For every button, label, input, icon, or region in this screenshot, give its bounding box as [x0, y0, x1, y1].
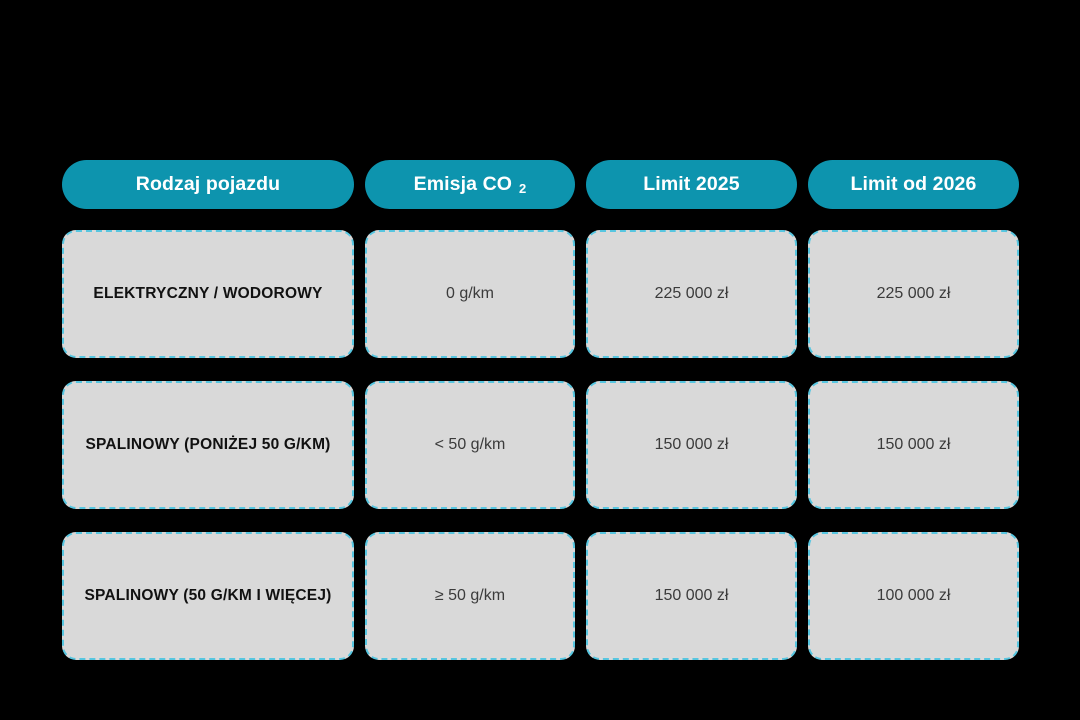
limit-2026-value: 100 000 zł — [876, 586, 951, 604]
cell-limit-2026: 100 000 zł — [808, 532, 1019, 660]
co2-subscript: 2 — [519, 181, 527, 196]
comparison-table: Rodzaj pojazdu Emisja CO 2 Limit 2025 Lim… — [62, 160, 1020, 660]
cell-emission: ≥ 50 g/km — [365, 532, 575, 660]
column-header-limit-2026: Limit od 2026 — [808, 160, 1019, 209]
vehicle-type-label: ELEKTRYCZNY / WODOROWY — [93, 284, 323, 302]
column-header-label: Emisja CO — [413, 173, 513, 195]
cell-emission: 0 g/km — [365, 230, 575, 358]
cell-limit-2025: 150 000 zł — [586, 381, 797, 509]
limit-2025-value: 150 000 zł — [654, 435, 729, 453]
cell-emission: < 50 g/km — [365, 381, 575, 509]
cell-limit-2025: 225 000 zł — [586, 230, 797, 358]
cell-limit-2025: 150 000 zł — [586, 532, 797, 660]
emission-value: 0 g/km — [445, 284, 494, 302]
vehicle-type-label: SPALINOWY (50 G/KM I WIĘCEJ) — [84, 586, 332, 604]
column-header-label: Limit 2025 — [643, 173, 740, 195]
cell-limit-2026: 150 000 zł — [808, 381, 1019, 509]
cell-limit-2026: 225 000 zł — [808, 230, 1019, 358]
column-header-label: Rodzaj pojazdu — [135, 173, 281, 195]
limit-2025-value: 150 000 zł — [654, 586, 729, 604]
column-header-limit-2025: Limit 2025 — [586, 160, 797, 209]
limit-2026-value: 225 000 zł — [876, 284, 951, 302]
limit-2025-value: 225 000 zł — [654, 284, 729, 302]
cell-vehicle-type: SPALINOWY (PONIŻEJ 50 G/KM) — [62, 381, 354, 509]
vehicle-type-label: SPALINOWY (PONIŻEJ 50 G/KM) — [85, 435, 331, 453]
emission-value: ≥ 50 g/km — [434, 586, 506, 604]
limit-2026-value: 150 000 zł — [876, 435, 951, 453]
column-header-emission: Emisja CO 2 — [365, 160, 575, 209]
cell-vehicle-type: ELEKTRYCZNY / WODOROWY — [62, 230, 354, 358]
table-row: ELEKTRYCZNY / WODOROWY 0 g/km 225 000 zł… — [62, 230, 1020, 358]
column-header-label: Limit od 2026 — [850, 173, 977, 195]
cell-vehicle-type: SPALINOWY (50 G/KM I WIĘCEJ) — [62, 532, 354, 660]
table-header-row: Rodzaj pojazdu Emisja CO 2 Limit 2025 Lim… — [62, 160, 1020, 209]
table-row: SPALINOWY (PONIŻEJ 50 G/KM) < 50 g/km 15… — [62, 381, 1020, 509]
column-header-vehicle-type: Rodzaj pojazdu — [62, 160, 354, 209]
table-row: SPALINOWY (50 G/KM I WIĘCEJ) ≥ 50 g/km 1… — [62, 532, 1020, 660]
emission-value: < 50 g/km — [434, 435, 506, 453]
